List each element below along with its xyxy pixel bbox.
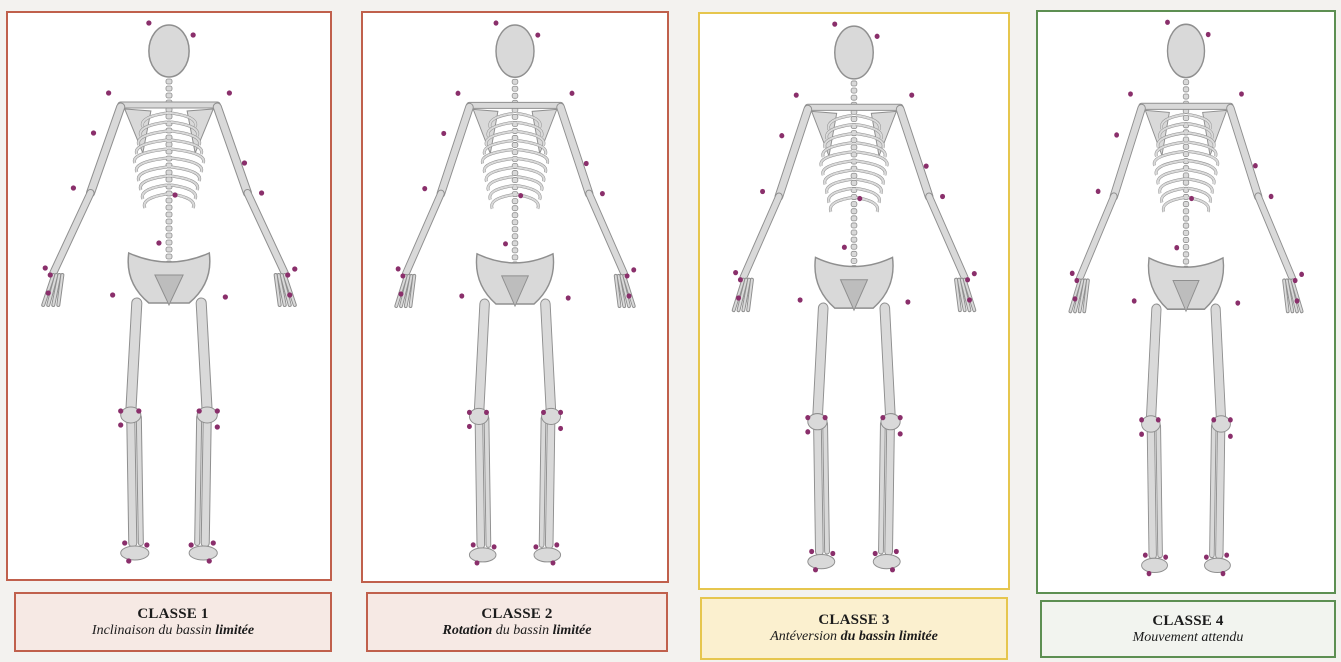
classe-4-panel [1036, 10, 1336, 594]
classe-2-description: Rotation du bassin limitée [443, 623, 592, 640]
classe-3-desc-emph: du bassin limitée [837, 629, 938, 644]
classe-2-desc-text: du bassin [492, 623, 552, 638]
classe-1-panel [6, 11, 332, 581]
classe-1-desc-text: Inclinaison du bassin [92, 623, 215, 638]
classe-2-caption: CLASSE 2 Rotation du bassin limitée [366, 592, 668, 652]
classe-3-description: Antéversion du bassin limitée [770, 629, 938, 646]
classe-1-caption: CLASSE 1 Inclinaison du bassin limitée [14, 592, 332, 652]
classe-2-title: CLASSE 2 [481, 605, 552, 623]
classe-1-title: CLASSE 1 [137, 605, 208, 623]
skeleton-figure-1 [8, 13, 330, 579]
skeleton-figure-2 [363, 13, 667, 581]
classe-2-desc-emph: Rotation [443, 623, 493, 638]
classe-4-desc-text: Mouvement attendu [1133, 630, 1244, 645]
classe-1-desc-emph: limitée [215, 623, 254, 638]
classe-3-caption: CLASSE 3 Antéversion du bassin limitée [700, 597, 1008, 660]
classe-1-description: Inclinaison du bassin limitée [92, 623, 254, 640]
classe-3-title: CLASSE 3 [818, 611, 889, 629]
classe-4-description: Mouvement attendu [1133, 630, 1244, 647]
classe-3-desc-text: Antéversion [770, 629, 837, 644]
classe-4-caption: CLASSE 4 Mouvement attendu [1040, 600, 1336, 658]
classe-2-panel [361, 11, 669, 583]
classe-2-desc-emph-2: limitée [553, 623, 592, 638]
classe-3-panel [698, 12, 1010, 590]
classe-4-title: CLASSE 4 [1152, 612, 1223, 630]
skeleton-figure-4 [1038, 12, 1334, 592]
skeleton-figure-3 [700, 14, 1008, 588]
